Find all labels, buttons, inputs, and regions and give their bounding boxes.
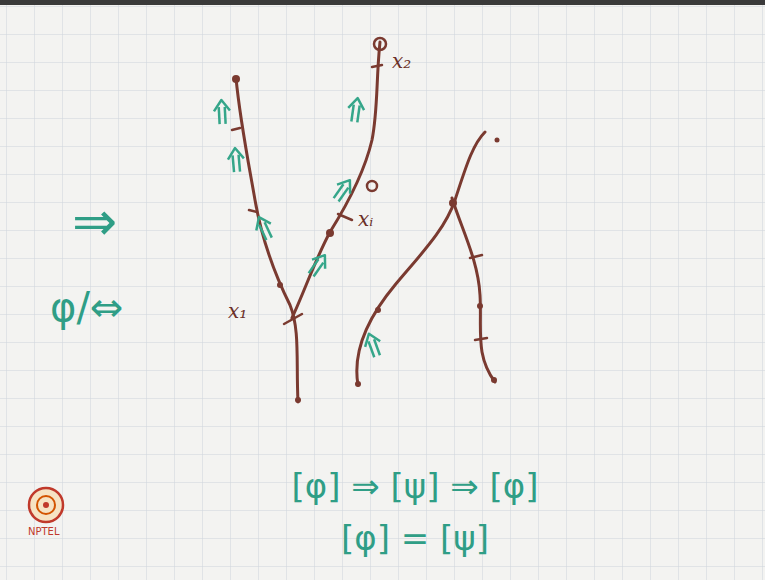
point-label: xᵢ — [358, 208, 373, 230]
point-label: x₂ — [392, 50, 411, 72]
tick-marks — [232, 65, 487, 340]
implies-symbol: ⇒ — [72, 192, 117, 251]
not-equivalent-symbol: φ/⇔ — [50, 285, 123, 329]
point-label: x₁ — [228, 300, 247, 322]
direction-arrows — [213, 97, 384, 359]
trajectory-curves — [236, 42, 495, 402]
curve-dots — [232, 75, 500, 403]
equation: [φ] = [ψ] — [341, 520, 489, 557]
open-dots — [367, 38, 386, 191]
logo-text: NPTEL — [28, 526, 60, 537]
equation: [φ] ⇒ [ψ] ⇒ [φ] — [291, 468, 538, 505]
nptel-logo — [29, 488, 63, 522]
top-edge — [0, 0, 765, 5]
